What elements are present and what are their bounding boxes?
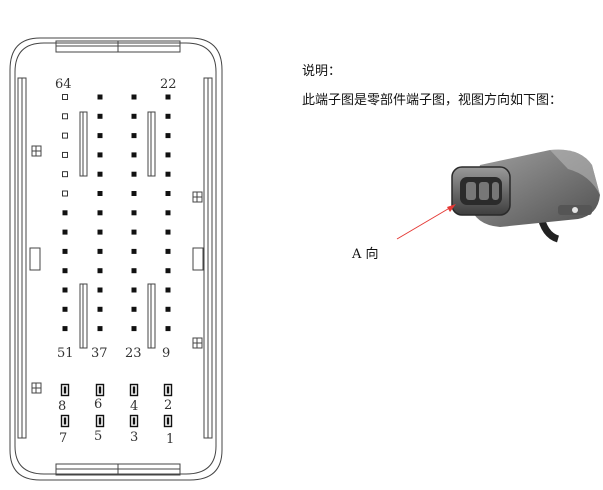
pin [97,248,103,254]
pin [131,210,137,216]
pin-label-9: 9 [162,346,171,361]
pin-label-22: 22 [160,77,177,92]
pin [165,229,171,235]
power-pin-core [166,386,170,394]
power-pin-core [98,386,102,394]
pin [165,210,171,216]
pin-label-64: 64 [55,77,72,92]
pin [131,191,137,196]
pin [62,94,68,100]
pin [131,287,137,293]
pin-label-8: 8 [58,399,67,414]
pin [131,248,137,254]
pin [165,191,171,196]
description-heading: 说明： [302,64,342,79]
pin [62,210,68,216]
pin [165,306,171,312]
pin [165,113,171,119]
power-pin-core [132,417,136,425]
pin-grid [60,94,173,428]
power-pin-core [132,386,136,394]
pin [97,191,103,196]
pin [97,287,103,293]
pin-label-2: 2 [164,398,173,413]
pin [62,132,68,139]
pin-label-6: 6 [94,397,103,412]
power-pin-core [63,386,67,394]
pin [165,171,171,177]
pin [131,326,137,332]
pin [131,94,137,100]
pin-label-7: 7 [59,431,68,446]
pin [165,152,171,158]
pin [131,306,137,312]
right-clip [192,247,204,271]
left-clip [29,247,41,271]
pin [165,287,171,293]
power-pin-core [166,417,170,425]
pin [97,94,103,100]
direction-label: A 向 [352,247,379,262]
pin [97,306,103,312]
power-pin-core [98,417,102,425]
pin-label-1: 1 [166,432,175,447]
pin [97,171,103,177]
description-text: 此端子图是零部件端子图，视图方向如下图： [302,93,563,108]
pin [62,190,68,197]
pin [131,229,137,235]
pin [165,326,171,332]
pin [62,248,68,254]
pin [131,268,137,274]
pin [97,326,103,332]
pin [62,287,68,293]
pin [165,248,171,254]
pin-label-37: 37 [91,346,108,361]
sensor-photo [451,149,600,243]
power-pin-core [63,417,67,425]
pin [62,171,68,178]
pin [97,133,103,139]
housing-outer [9,37,223,481]
pin [131,133,137,139]
pin-label-4: 4 [130,399,139,414]
housing-inner [14,42,217,475]
pin [62,151,68,158]
pin [165,94,171,100]
pin [131,152,137,158]
pin [97,210,103,216]
pin [97,152,103,158]
pin [62,229,68,235]
pin [62,113,68,120]
pin [131,171,137,177]
pin [165,133,171,139]
pin [62,306,68,312]
pin [165,268,171,274]
pin [97,113,103,119]
pin [131,113,137,119]
pin-label-51: 51 [57,346,74,361]
pin [97,229,103,235]
pin-label-23: 23 [125,346,142,361]
pin-label-3: 3 [130,430,139,445]
pin-label-5: 5 [94,429,103,444]
pin [97,268,103,274]
pin [62,268,68,274]
pin [62,326,68,332]
